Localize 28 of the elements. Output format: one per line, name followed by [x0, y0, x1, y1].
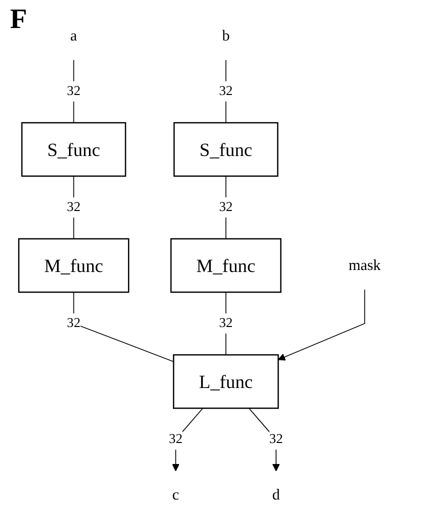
node-box: S_func: [173, 122, 278, 177]
node-text: d: [272, 486, 280, 504]
node-text: c: [172, 486, 180, 504]
node-box: S_func: [21, 122, 126, 177]
edge-label: 32: [168, 432, 182, 446]
node-box: L_func: [172, 354, 279, 409]
connector: [73, 292, 174, 362]
connector: [225, 292, 226, 356]
connector: [225, 176, 226, 240]
connector: [73, 176, 74, 240]
edge-label: 32: [66, 200, 80, 214]
node-box: M_func: [170, 238, 282, 293]
arrow: [278, 289, 366, 361]
edge-label: 32: [219, 316, 233, 330]
edge-label: 32: [269, 432, 283, 446]
node-text: mask: [348, 256, 381, 274]
node-text: b: [222, 27, 230, 44]
arrow: [172, 408, 204, 472]
arrow: [248, 408, 280, 472]
edge-label: 32: [66, 316, 80, 330]
node-text: a: [70, 27, 78, 44]
node-box: M_func: [18, 238, 130, 293]
edge-label: 32: [219, 84, 233, 98]
connector: [225, 60, 226, 124]
connector: [73, 60, 74, 124]
edge-label: 32: [219, 200, 233, 214]
figure-letter: F: [10, 4, 28, 35]
edge-label: 32: [66, 84, 80, 98]
